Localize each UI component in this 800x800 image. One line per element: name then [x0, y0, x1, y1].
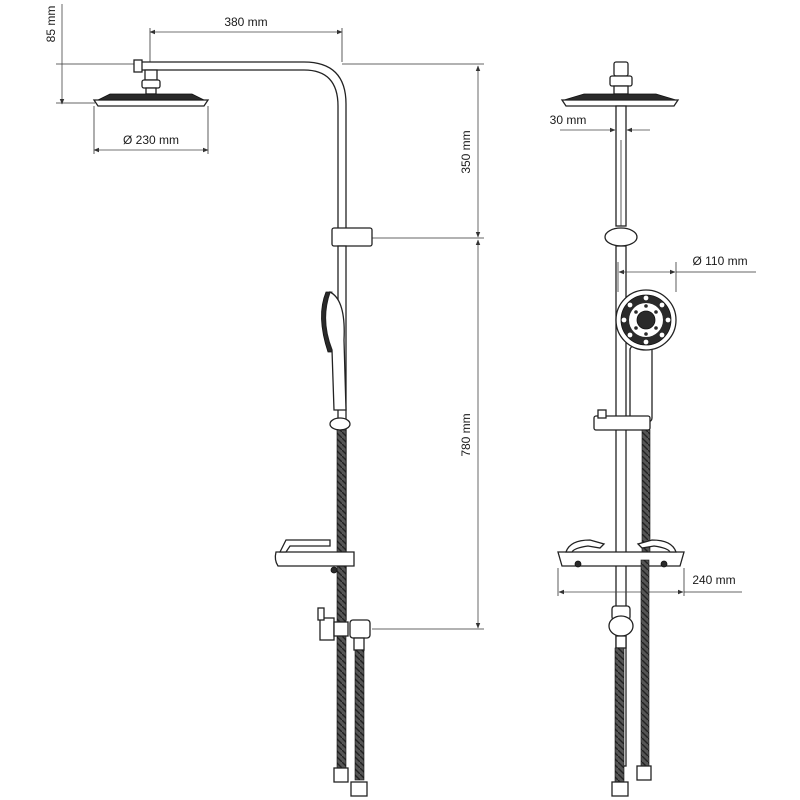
rain-shower-head-front	[560, 61, 680, 107]
lower-hose-front-2	[640, 559, 650, 769]
lower-hose-front-1	[614, 647, 625, 783]
diverter-valve-side	[317, 607, 371, 651]
diverter-valve-front	[608, 605, 634, 649]
riser-clamp	[331, 227, 373, 247]
hose-fitting-bottom-1	[333, 767, 349, 783]
hand-shower-holder-front	[593, 415, 651, 431]
head-height-label: 85 mm	[44, 6, 58, 43]
head-diameter-label: Ø 230 mm	[123, 133, 179, 147]
hand-shower-front	[615, 289, 677, 423]
rail-height-label: 780 mm	[459, 413, 473, 456]
dimension-rail-height: 780 mm	[372, 239, 484, 630]
hand-shower-side	[321, 291, 351, 431]
hose-side-right	[354, 649, 365, 781]
soap-shelf-front	[557, 539, 685, 568]
dimension-upper-height: 350 mm	[342, 63, 484, 239]
front-view: 30 mm Ø 110 mm	[550, 61, 756, 797]
hand-shower-diameter-label: Ø 110 mm	[692, 254, 747, 268]
pipe-diameter-label: 30 mm	[550, 113, 587, 127]
shelf-width-label: 240 mm	[692, 573, 735, 587]
hose-side-left	[336, 429, 347, 771]
upper-height-label: 350 mm	[459, 130, 473, 173]
overhead-arm	[137, 61, 347, 233]
dimension-hand-shower: Ø 110 mm	[617, 254, 756, 292]
hose-fitting-bottom-2	[350, 781, 368, 797]
soap-shelf-side	[274, 539, 355, 574]
rain-shower-head-side	[92, 69, 210, 107]
dimension-head-diameter: Ø 230 mm	[93, 106, 209, 154]
dimension-shelf-width: 240 mm	[557, 568, 742, 596]
arm-length-label: 380 mm	[224, 15, 267, 29]
dimension-head-height: 85 mm	[44, 4, 138, 105]
riser-clamp-front	[604, 227, 638, 247]
arm-end-cap	[133, 59, 143, 73]
hose-fitting-front-1	[636, 765, 652, 781]
hose-fitting-front-2	[611, 781, 629, 797]
dimension-pipe-diameter: 30 mm	[550, 113, 650, 133]
dimension-arm-length: 380 mm	[149, 15, 343, 62]
side-view: 380 mm 85 mm Ø 230 mm 350 mm 780 mm	[44, 4, 484, 797]
